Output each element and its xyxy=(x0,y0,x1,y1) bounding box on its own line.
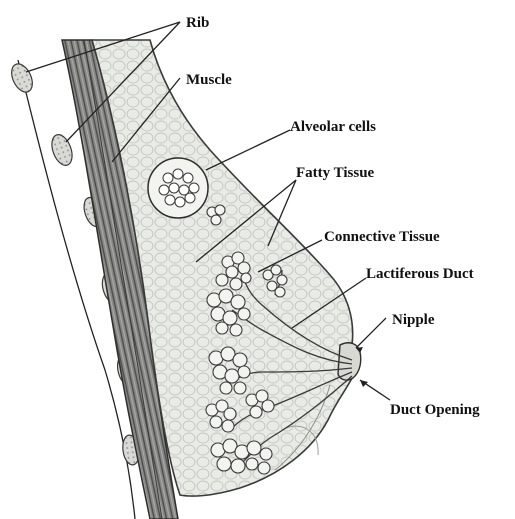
alveolar-cells-inset xyxy=(148,158,208,218)
muscle-label: Muscle xyxy=(186,72,232,88)
rib-label: Rib xyxy=(186,15,209,31)
rib-segment xyxy=(48,132,76,168)
nipple-label: Nipple xyxy=(392,312,435,328)
rib-segment xyxy=(8,61,37,96)
fatty-tissue-label: Fatty Tissue xyxy=(296,165,375,181)
lactiferous-duct-label: Lactiferous Duct xyxy=(366,266,474,282)
duct-opening-label: Duct Opening xyxy=(390,402,480,418)
connective-tissue-label: Connective Tissue xyxy=(324,229,440,245)
alveolar-cells-label: Alveolar cells xyxy=(290,119,376,135)
